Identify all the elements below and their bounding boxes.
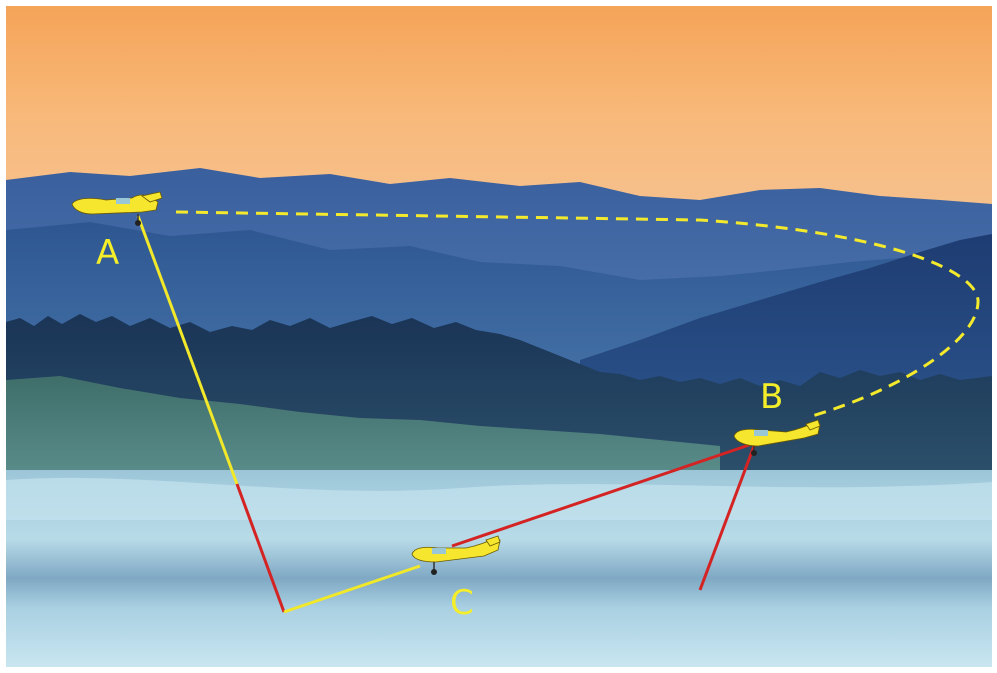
meadow-slope [6, 376, 720, 480]
segment-b-down [698, 445, 756, 591]
point-label-b: B [760, 377, 783, 417]
airplane-icon [733, 419, 821, 456]
segment-ground-to-c [283, 564, 421, 614]
point-label-c: C [450, 583, 474, 623]
airplane-icon [411, 535, 501, 575]
flight-path-dashed [175, 210, 980, 418]
point-label-a: A [96, 233, 119, 273]
segment-c-to-b [451, 442, 753, 548]
airplane-icon [71, 191, 163, 226]
segment-a-red [235, 483, 286, 613]
fog-wisp [6, 477, 992, 520]
segment-a-yellow [136, 215, 239, 485]
